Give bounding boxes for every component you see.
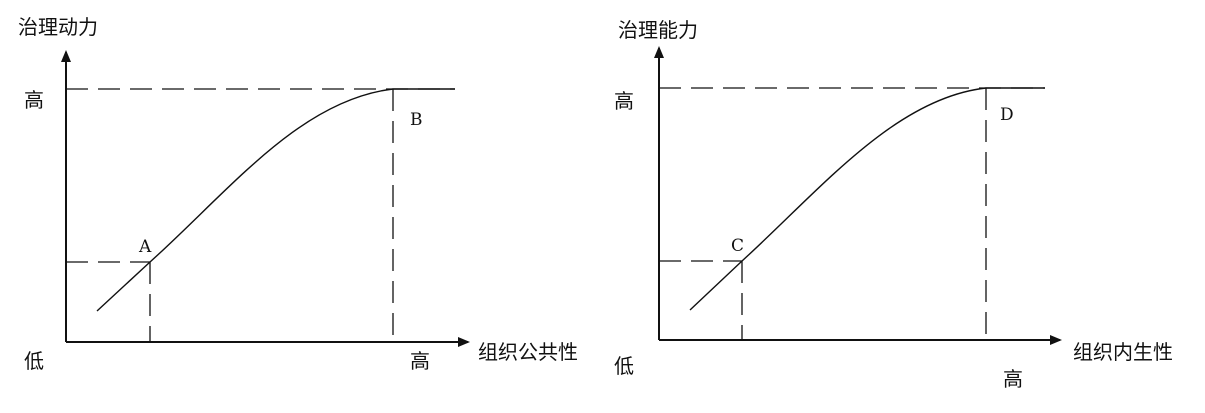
right-chart: 治理能力 高 低 高 组织内生性 C D	[614, 18, 1173, 391]
left-curve	[96, 88, 455, 312]
right-x-axis-title: 组织内生性	[1073, 340, 1173, 364]
point-b-label: B	[410, 110, 423, 130]
point-c-label: C	[731, 236, 744, 256]
left-origin-label: 低	[24, 349, 44, 373]
left-x-axis-title: 组织公共性	[478, 340, 578, 364]
left-y-high-label: 高	[24, 88, 44, 112]
left-chart: 治理动力 高 低 高 组织公共性 A B	[18, 15, 578, 373]
right-y-high-label: 高	[614, 89, 634, 113]
point-a-label: A	[138, 237, 152, 257]
right-origin-label: 低	[614, 354, 634, 378]
right-x-high-label: 高	[1003, 367, 1023, 391]
right-curve	[689, 87, 1045, 311]
point-d-label: D	[1000, 105, 1014, 125]
right-y-axis-title: 治理能力	[618, 18, 698, 42]
left-x-high-label: 高	[410, 349, 430, 373]
left-y-axis-title: 治理动力	[18, 15, 98, 39]
